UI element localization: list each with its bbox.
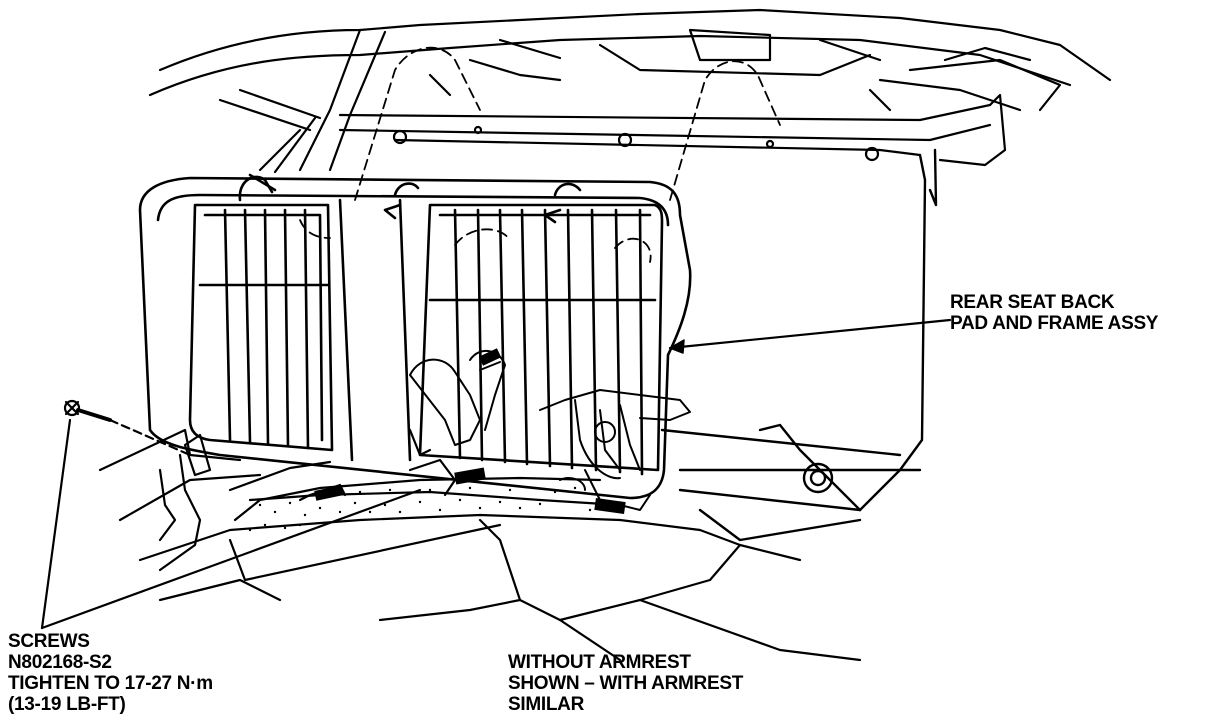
screw-icon [63,399,112,422]
rear-bulkhead-panel [660,148,938,542]
floor-pan [98,428,862,662]
seat-back-leader-arrow [669,339,685,354]
seat-back-label-line2: PAD AND FRAME ASSY [950,313,1159,334]
retainer-straps [299,46,781,263]
armrest-note-line3: SIMILAR [508,694,585,715]
seat-back-leader-line [668,318,952,350]
armrest-note: WITHOUT ARMREST SHOWN – WITH ARMREST SIM… [508,652,743,715]
armrest-note-line2: SHOWN – WITH ARMREST [508,673,744,694]
seat-back-label-line1: REAR SEAT BACK [950,292,1115,313]
carpet-texture [248,486,592,532]
screws-label: SCREWS N802168-S2 TIGHTEN TO 17-27 N·m (… [8,631,213,715]
screws-label-line1: SCREWS [8,631,90,652]
screws-torque-nm: TIGHTEN TO 17-27 N·m [8,673,213,694]
armrest-note-line1: WITHOUT ARMREST [508,652,691,673]
vehicle-roof-structure [148,8,1112,174]
screws-torque-lbft: (13-19 LB-FT) [8,694,126,715]
screw-callout [40,399,422,630]
seat-back-label: REAR SEAT BACK PAD AND FRAME ASSY [950,292,1158,334]
screws-part-number: N802168-S2 [8,652,112,673]
seat-back-pad [138,173,692,500]
anchor-brackets [314,348,626,515]
